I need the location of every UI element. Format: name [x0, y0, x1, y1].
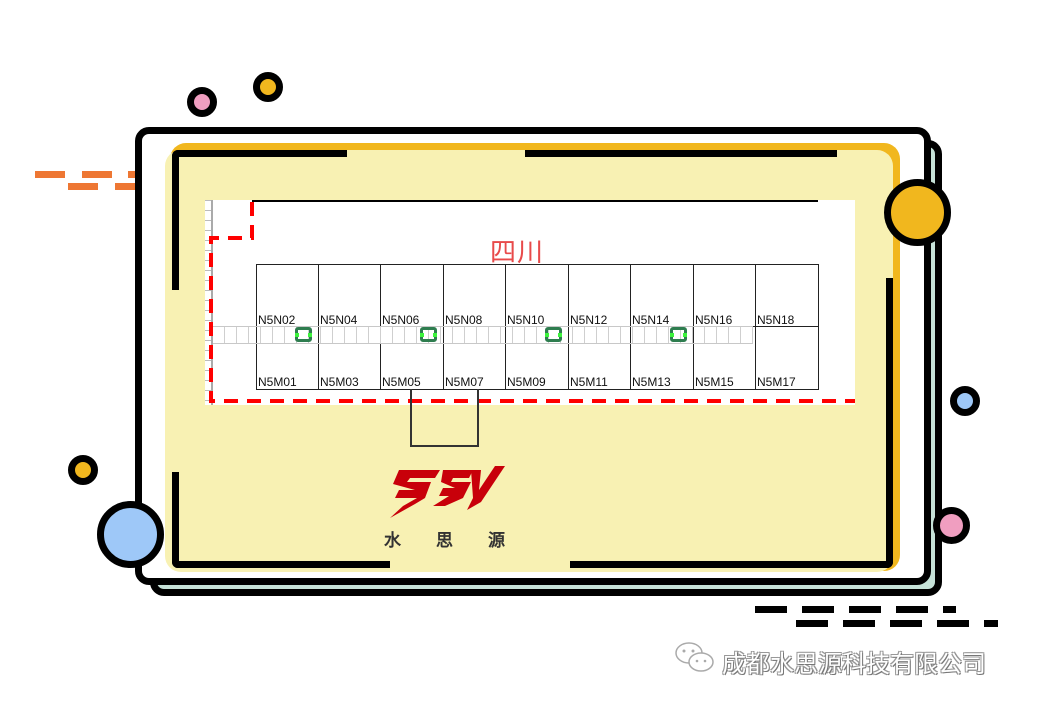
bracket-bottom-left [172, 561, 390, 568]
room-label: N5N04 [320, 313, 358, 327]
black-dash-decoration [796, 620, 828, 627]
region-label: 四川 [490, 238, 545, 268]
orange-dot-decoration [68, 455, 98, 485]
room-cell[interactable]: N5N06 [380, 264, 444, 328]
room-cell[interactable]: N5N10 [505, 264, 569, 328]
bracket-top-left [172, 150, 347, 157]
room-cell[interactable]: N5N04 [318, 264, 382, 328]
orange-dash-decoration [35, 171, 65, 178]
bracket-right [886, 278, 893, 568]
room-cell[interactable]: N5N08 [443, 264, 507, 328]
blue-circle-decoration [97, 501, 164, 568]
room-label: N5N16 [695, 313, 733, 327]
orange-dash-decoration [128, 171, 138, 178]
black-dash-decoration [890, 620, 922, 627]
room-label: N5N08 [445, 313, 483, 327]
black-dash-decoration [849, 606, 881, 613]
camera-icon[interactable] [545, 327, 562, 342]
bracket-bottom-right [570, 561, 893, 568]
bracket-top-right [525, 150, 837, 157]
room-label: N5M13 [632, 375, 671, 389]
orange-dash-decoration [68, 183, 98, 190]
room-label: N5N18 [757, 313, 795, 327]
black-dash-decoration [943, 606, 956, 613]
room-label: N5M07 [445, 375, 484, 389]
red-boundary [209, 202, 855, 403]
room-label: N5M03 [320, 375, 359, 389]
blue-dot-decoration [950, 386, 980, 416]
room-label: N5M17 [757, 375, 796, 389]
room-label: N5N14 [632, 313, 670, 327]
black-dash-decoration [984, 620, 998, 627]
room-label: N5N12 [570, 313, 608, 327]
orange-circle-decoration [884, 179, 951, 246]
black-dash-decoration [755, 606, 787, 613]
room-cell[interactable]: N5N02 [256, 264, 320, 328]
ssy-logo-icon [390, 466, 505, 518]
room-cell[interactable]: N5M17 [755, 326, 819, 390]
orange-dot-decoration [253, 72, 283, 102]
entrance-box [410, 389, 479, 447]
orange-dash-decoration [115, 183, 137, 190]
room-label: N5M01 [258, 375, 297, 389]
corridor-strip [213, 326, 753, 344]
company-name: 成都水思源科技有限公司 [722, 650, 986, 678]
logo-char: 水 [384, 531, 401, 551]
black-dash-decoration [896, 606, 928, 613]
camera-icon[interactable] [670, 327, 687, 342]
room-label: N5M11 [570, 375, 608, 389]
room-cell[interactable]: N5N14 [630, 264, 694, 328]
black-dash-decoration [937, 620, 969, 627]
bracket-left-bottom [172, 472, 179, 568]
orange-dash-decoration [82, 171, 112, 178]
room-label: N5M05 [382, 375, 421, 389]
logo-char: 思 [436, 531, 453, 551]
camera-icon[interactable] [295, 327, 312, 342]
room-cell[interactable]: N5N16 [693, 264, 757, 328]
pink-dot-decoration [187, 87, 217, 117]
room-label: N5N10 [507, 313, 545, 327]
room-cell[interactable]: N5N18 [755, 264, 819, 328]
wechat-icon [675, 642, 714, 672]
room-label: N5M15 [695, 375, 734, 389]
black-dash-decoration [843, 620, 875, 627]
logo-char: 源 [488, 531, 505, 551]
plan-top-wall [252, 200, 818, 202]
camera-icon[interactable] [420, 327, 437, 342]
room-cell[interactable]: N5N12 [568, 264, 632, 328]
room-label: N5M09 [507, 375, 546, 389]
bracket-left-top [172, 150, 179, 290]
room-label: N5N06 [382, 313, 420, 327]
black-dash-decoration [802, 606, 834, 613]
room-label: N5N02 [258, 313, 296, 327]
pink-dot-decoration [933, 507, 970, 544]
